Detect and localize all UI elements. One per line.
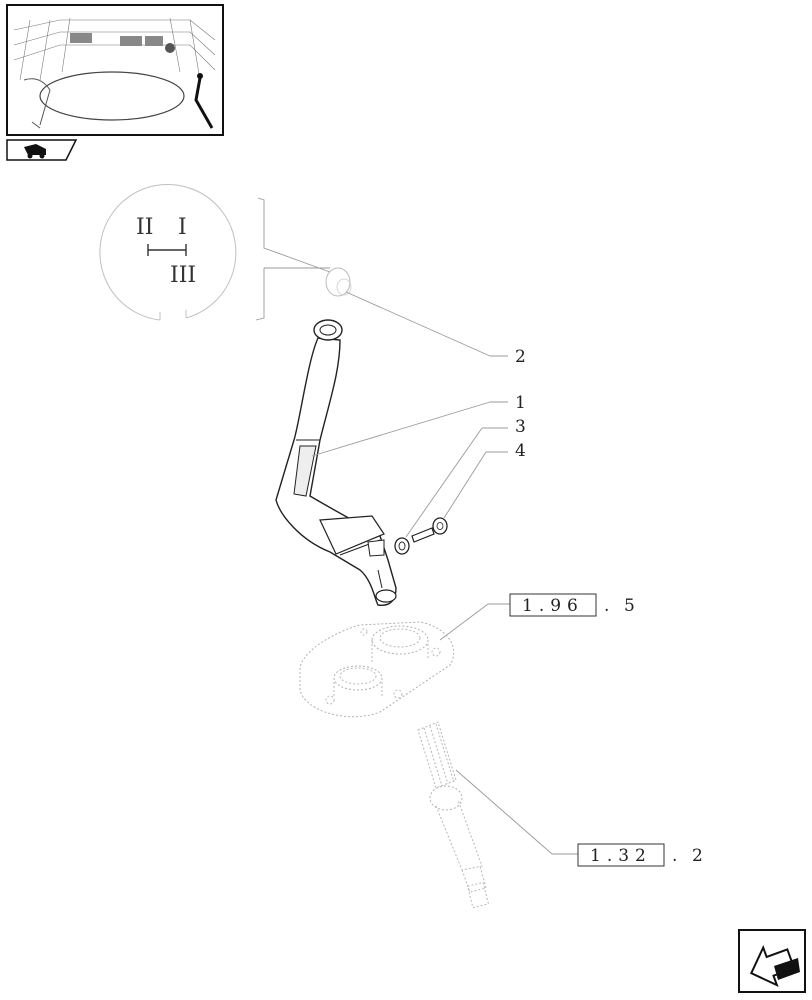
tractor-badge-icon[interactable] (6, 139, 78, 161)
reference-1965[interactable]: 1.96 . 5 (509, 593, 635, 617)
reference-1965-suffix: 5 (624, 596, 635, 616)
reference-1322[interactable]: 1.32 . 2 (577, 843, 703, 867)
callout-2[interactable]: 2 (515, 347, 526, 367)
reference-1965-boxed: 1.96 (522, 596, 584, 616)
washer-part[interactable] (394, 537, 410, 555)
bolt-part[interactable] (411, 517, 448, 543)
svg-text:.: . (604, 596, 609, 616)
gear-label-second: II (136, 215, 153, 240)
callout-1[interactable]: 1 (515, 393, 526, 413)
svg-text:.: . (672, 846, 677, 866)
gear-pattern-diagram: II I III (99, 183, 331, 321)
reference-1322-boxed: 1.32 (590, 846, 652, 866)
gear-label-first: I (178, 215, 187, 240)
gear-lever-part[interactable] (275, 319, 397, 606)
gear-housing-plate[interactable] (299, 621, 455, 718)
gear-knob-part[interactable] (325, 267, 352, 297)
shift-shaft-part[interactable] (417, 721, 490, 909)
reference-1322-suffix: 2 (692, 846, 703, 866)
callout-3[interactable]: 3 (515, 417, 526, 437)
next-page-arrow-icon[interactable] (738, 929, 806, 993)
gear-label-third: III (170, 263, 196, 288)
callout-4[interactable]: 4 (515, 441, 526, 461)
tractor-cab-thumbnail-icon[interactable] (6, 4, 224, 136)
